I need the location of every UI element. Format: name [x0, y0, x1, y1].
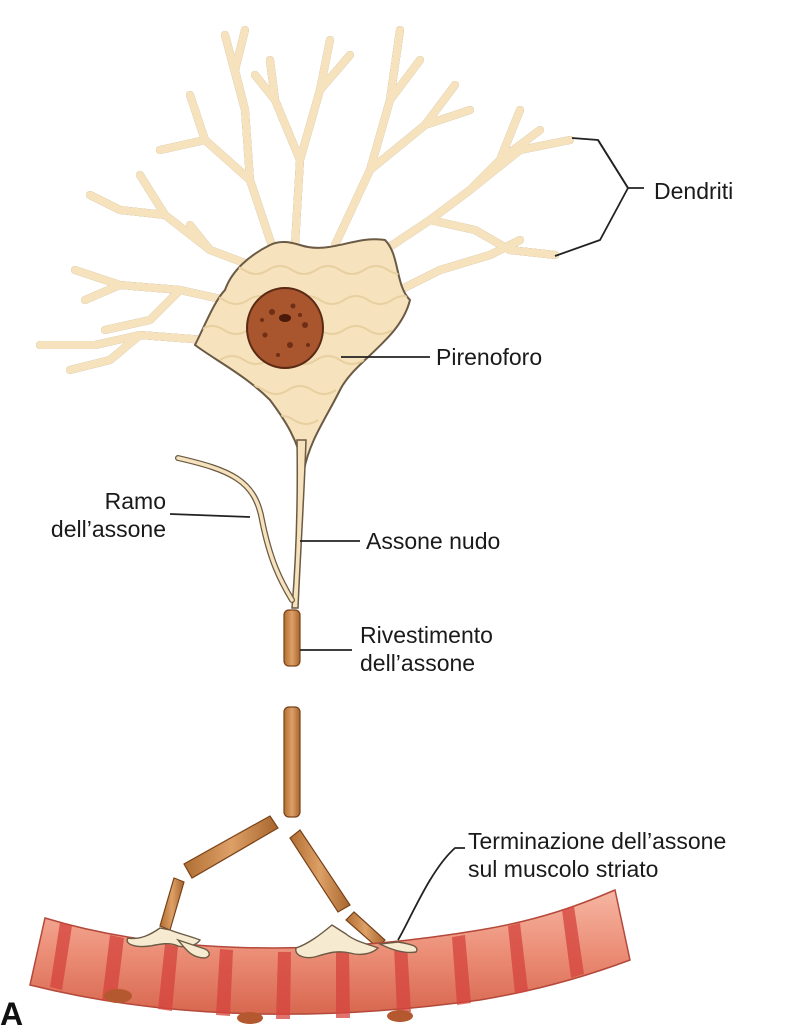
label-dendriti: Dendriti [654, 178, 733, 205]
label-terminazione-line2: sul muscolo striato [468, 856, 658, 883]
label-rivestimento-line1: Rivestimento [360, 622, 493, 649]
label-pirenoforo: Pirenoforo [436, 344, 542, 371]
label-rivestimento-line2: dell’assone [360, 650, 475, 677]
label-terminazione-line1: Terminazione dell’assone [468, 828, 726, 855]
soma [195, 239, 416, 470]
panel-letter: A [0, 996, 23, 1033]
myelin-sheath [160, 610, 385, 948]
label-ramo-line1: Ramo [105, 488, 166, 515]
label-ramo-line2: dell’assone [51, 516, 166, 543]
label-assone-nudo: Assone nudo [366, 528, 500, 555]
nucleus [247, 288, 323, 368]
axon-branch [178, 458, 292, 600]
naked-axon [292, 440, 306, 608]
striated-muscle [30, 890, 630, 1024]
